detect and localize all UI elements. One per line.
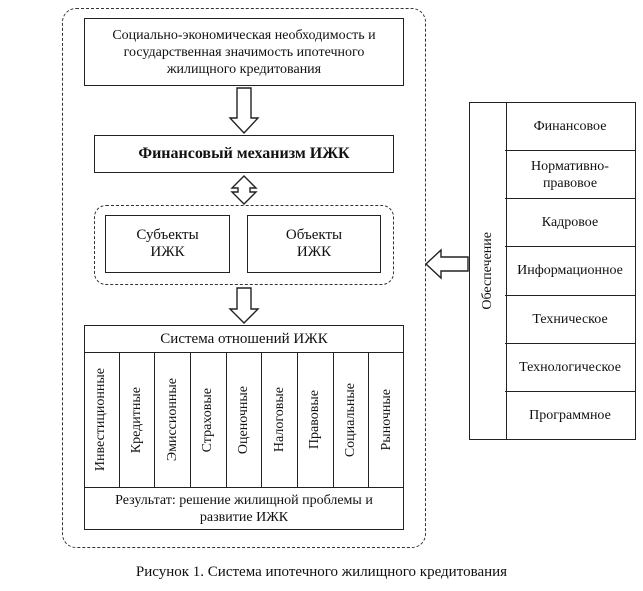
support-item: Нормативно-правовое xyxy=(505,151,635,200)
system-frame xyxy=(62,8,426,548)
relation-cell: Оценочные xyxy=(227,353,263,487)
subjects-box: Субъекты ИЖК xyxy=(105,215,230,273)
support-item: Программное xyxy=(505,392,635,439)
result-text: Результат: решение жилищной проблемы и р… xyxy=(115,493,373,525)
support-item: Кадровое xyxy=(505,199,635,248)
relations-system-box xyxy=(84,325,404,530)
support-item-label: Информационное xyxy=(517,263,623,279)
support-label-box: Обеспечение xyxy=(469,102,507,440)
support-item-label: Кадровое xyxy=(541,215,599,231)
support-item-label: Технологическое xyxy=(519,359,621,375)
necessity-text: Социально-экономическая необходимость и … xyxy=(112,27,376,77)
support-item-label: Нормативно-правовое xyxy=(531,158,609,191)
subjects-text: Субъекты ИЖК xyxy=(136,227,199,260)
subjects-objects-group xyxy=(94,205,394,285)
result-box: Результат: решение жилищной проблемы и р… xyxy=(84,488,404,530)
relation-cell: Страховые xyxy=(191,353,227,487)
objects-box: Объекты ИЖК xyxy=(247,215,381,273)
support-item: Финансовое xyxy=(505,103,635,152)
figure-caption: Рисунок 1. Система ипотечного жилищного … xyxy=(135,564,508,580)
left-arrow-icon xyxy=(424,248,469,280)
relation-cell: Правовые xyxy=(298,353,334,487)
relations-title: Система отношений ИЖК xyxy=(84,325,404,353)
support-item: Информационное xyxy=(505,247,635,296)
relation-cell: Эмиссионные xyxy=(155,353,192,487)
necessity-box: Социально-экономическая необходимость и … xyxy=(84,18,404,86)
support-item: Техническое xyxy=(505,296,635,344)
support-item: Технологическое xyxy=(505,344,635,392)
relation-cell: Инвестиционные xyxy=(84,353,120,487)
down-arrow-icon xyxy=(228,287,260,324)
down-arrow-icon xyxy=(228,87,260,135)
relation-cell: Социальные xyxy=(334,353,370,487)
double-arrow-icon xyxy=(230,175,258,205)
relation-cell: Кредитные xyxy=(120,353,156,487)
support-item-label: Финансовое xyxy=(533,119,607,135)
support-item-label: Техническое xyxy=(532,311,608,327)
mechanism-box: Финансовый механизм ИЖК xyxy=(94,135,394,173)
relation-cell: Налоговые xyxy=(262,353,299,487)
support-item-label: Программное xyxy=(529,407,611,423)
mechanism-text: Финансовый механизм ИЖК xyxy=(138,145,350,162)
objects-text: Объекты ИЖК xyxy=(285,227,343,260)
